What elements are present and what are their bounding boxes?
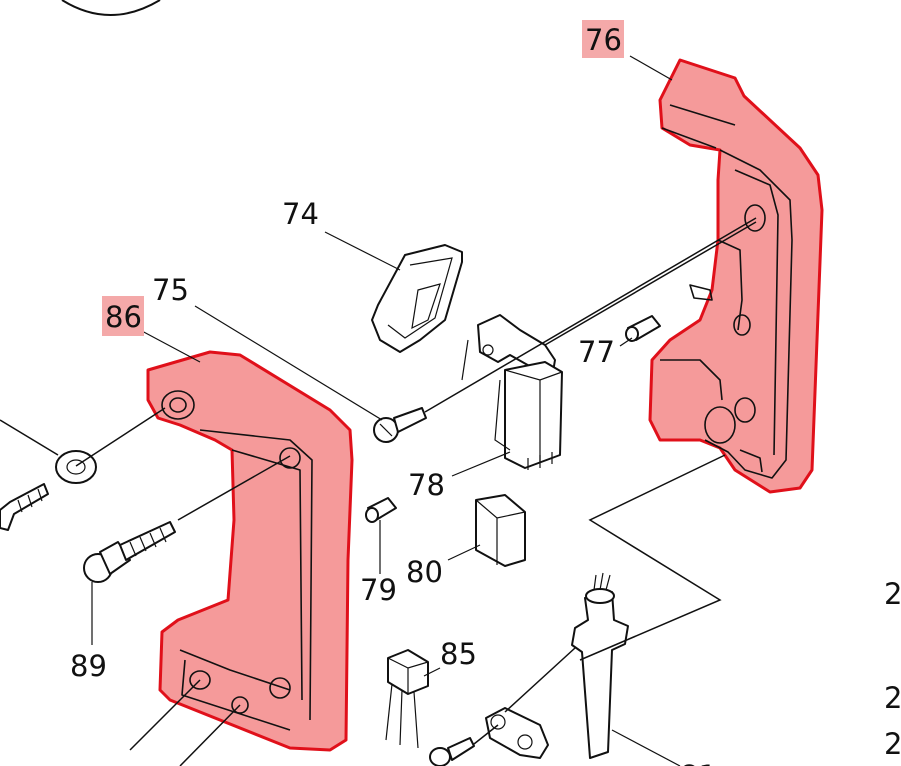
part-85-capacitor[interactable] xyxy=(385,649,429,749)
assembly-line xyxy=(75,407,166,467)
washer[interactable] xyxy=(55,450,97,484)
leader-86 xyxy=(139,329,201,363)
leader-76 xyxy=(629,55,673,81)
assembly-line xyxy=(544,221,757,346)
label-74: 74 xyxy=(282,197,319,231)
label-76-highlight xyxy=(582,20,624,58)
label-75: 75 xyxy=(152,273,189,307)
assembly-line xyxy=(0,419,59,456)
label-78: 78 xyxy=(408,468,445,502)
bottom-screw[interactable] xyxy=(429,737,475,766)
leader-80 xyxy=(447,544,481,561)
part-79-pin[interactable] xyxy=(365,497,397,523)
part-80-block[interactable] xyxy=(475,494,526,567)
leader-75 xyxy=(194,305,383,421)
part-86-handle-cover[interactable] xyxy=(146,350,354,752)
assembly-line xyxy=(504,647,576,713)
label-86: 86 xyxy=(105,300,142,334)
part-89-screw[interactable] xyxy=(83,521,176,583)
leader-77 xyxy=(619,337,633,347)
part-77-pin[interactable] xyxy=(625,315,661,342)
leader-78 xyxy=(451,451,511,477)
label-86-highlight xyxy=(102,296,144,336)
label-right-3: 2 xyxy=(884,727,901,761)
left-screw[interactable] xyxy=(0,483,49,531)
label-81: 81 xyxy=(680,759,717,766)
part-81-cord-guard[interactable] xyxy=(571,572,629,759)
circle-fragment xyxy=(61,0,161,16)
assembly-line xyxy=(424,217,757,413)
label-80: 80 xyxy=(406,555,443,589)
label-85: 85 xyxy=(440,637,477,671)
part-76-handle-housing[interactable] xyxy=(648,58,824,494)
part-75-screw[interactable] xyxy=(373,407,427,443)
assembly-line xyxy=(129,679,201,751)
part-74-switch-lever[interactable] xyxy=(371,244,463,353)
assembly-line xyxy=(179,704,241,766)
leader-81 xyxy=(611,729,681,766)
part-78-switch[interactable] xyxy=(461,314,563,470)
assembly-line xyxy=(579,454,726,661)
label-76: 76 xyxy=(585,23,622,57)
assembly-line xyxy=(177,455,291,521)
label-79: 79 xyxy=(360,573,397,607)
cord-clamp-plate[interactable] xyxy=(485,707,549,759)
label-right-2: 2 xyxy=(884,681,901,715)
label-89: 89 xyxy=(70,649,107,683)
label-right-1: 2 xyxy=(884,577,901,611)
label-77: 77 xyxy=(578,335,615,369)
leader-74 xyxy=(324,231,401,271)
assembly-line xyxy=(473,724,499,745)
leader-85 xyxy=(423,667,441,677)
